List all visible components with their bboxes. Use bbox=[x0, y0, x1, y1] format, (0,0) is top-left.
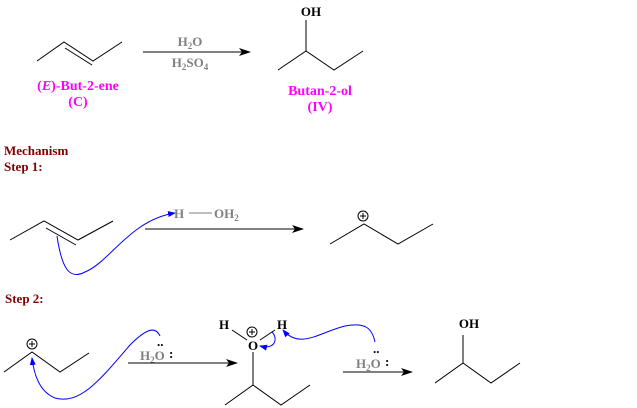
plus-charge-icon bbox=[357, 210, 369, 222]
oxonium-ion: H O H bbox=[219, 317, 311, 406]
step2-water-2: H2O .. : bbox=[356, 341, 389, 373]
step1-reagent-oh2: OH2 bbox=[214, 206, 239, 223]
step1-reagent-h: H bbox=[174, 206, 184, 221]
step2-carbocation bbox=[3, 338, 90, 373]
svg-text:OH: OH bbox=[301, 4, 321, 19]
svg-text:H: H bbox=[219, 317, 229, 332]
svg-text:OH: OH bbox=[459, 316, 479, 331]
svg-text:H2O: H2O bbox=[140, 348, 165, 365]
step2-water-1: H2O .. : bbox=[140, 334, 173, 365]
curly-arrow-bond-to-o bbox=[259, 331, 276, 351]
plus-charge-icon bbox=[246, 326, 258, 338]
curly-arrow-water-to-h bbox=[282, 324, 376, 343]
mechanism-heading: Mechanism bbox=[4, 143, 68, 158]
svg-text:O: O bbox=[248, 338, 258, 353]
product-name: Butan-2-ol bbox=[288, 84, 352, 99]
svg-text::: : bbox=[385, 354, 389, 369]
step1-heading: Step 1: bbox=[4, 159, 43, 174]
curly-arrow-pi-to-h bbox=[56, 211, 176, 276]
svg-text:H2O: H2O bbox=[356, 356, 381, 373]
svg-text:..: .. bbox=[373, 341, 380, 356]
step2-heading: Step 2: bbox=[5, 291, 44, 306]
svg-text:H: H bbox=[277, 317, 287, 332]
butan-2-ol-structure: OH bbox=[277, 4, 364, 71]
svg-text:..: .. bbox=[157, 334, 164, 349]
reagent-water: H2O bbox=[178, 34, 203, 51]
reactant-name: (E)-But-2-ene (C) bbox=[37, 79, 119, 110]
curly-arrow-water-to-cation bbox=[29, 329, 161, 400]
but-2-ene-structure bbox=[36, 41, 123, 66]
product-label: (IV) bbox=[308, 100, 333, 115]
reagent-sulfuric-acid: H2SO4 bbox=[172, 55, 209, 72]
step1-carbocation bbox=[329, 210, 434, 245]
svg-text:(E)-But-2-ene: (E)-But-2-ene bbox=[37, 79, 119, 94]
plus-charge-icon bbox=[26, 338, 38, 350]
svg-text::: : bbox=[169, 346, 173, 361]
reactant-label: (C) bbox=[68, 95, 88, 110]
step1-alkene bbox=[9, 220, 114, 246]
step2-product: OH bbox=[434, 316, 521, 384]
